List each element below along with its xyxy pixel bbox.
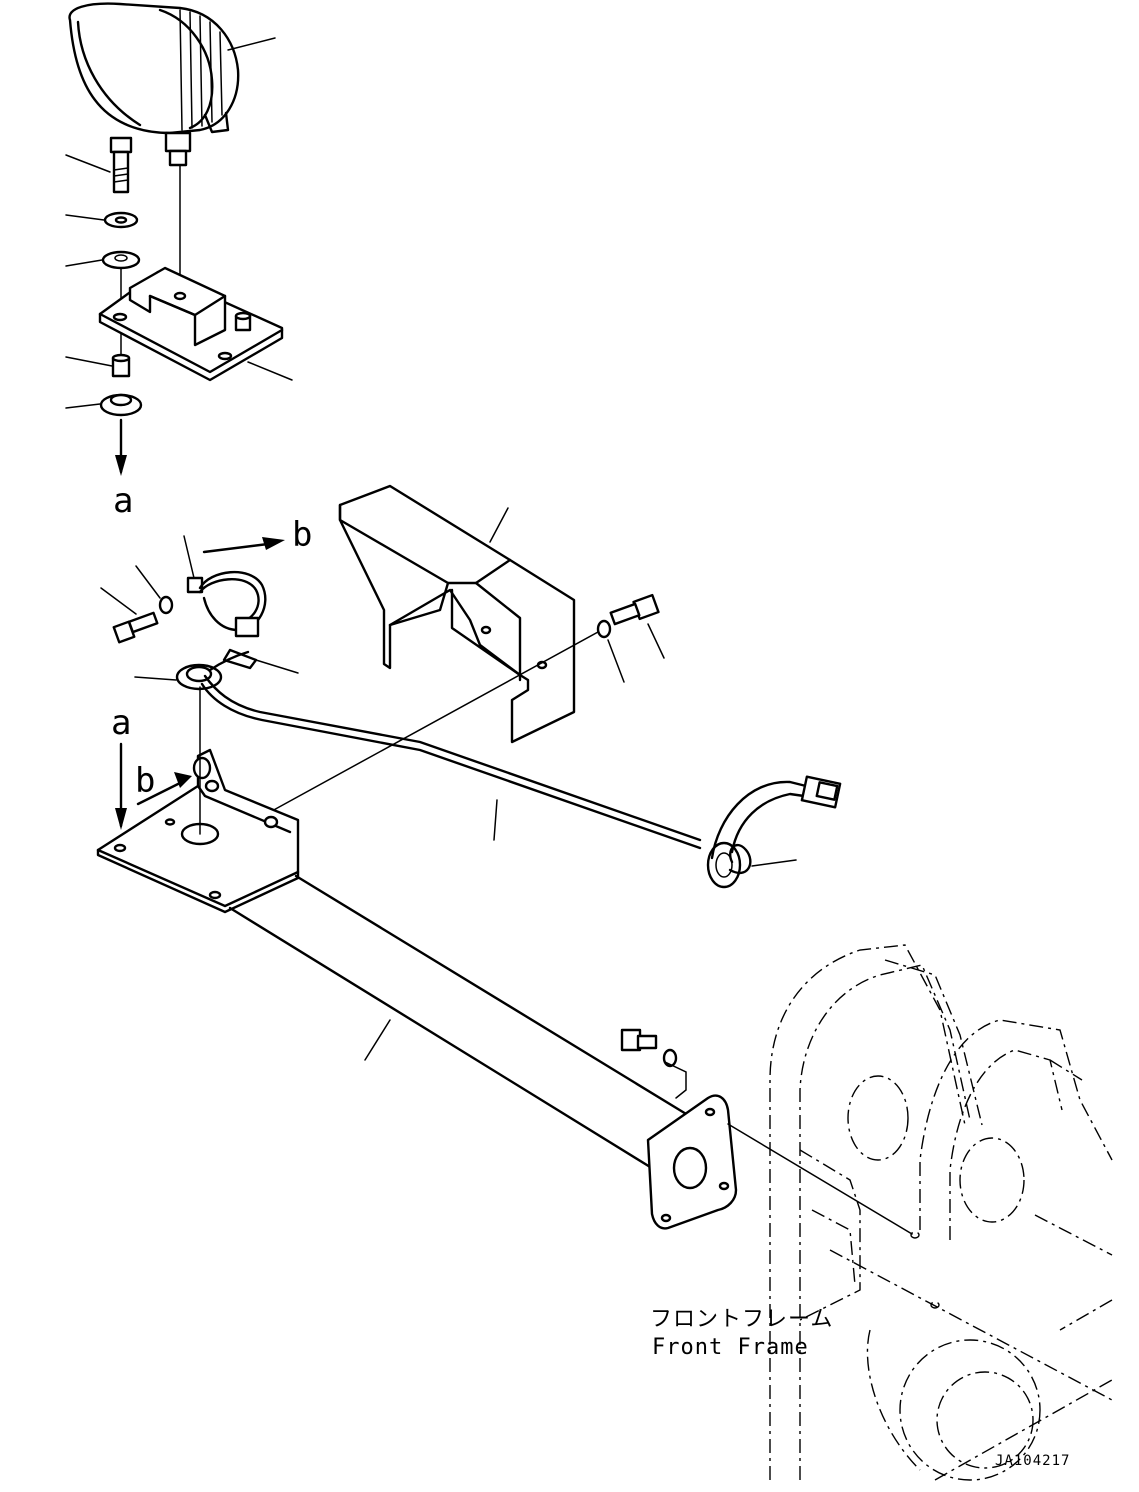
lamp-stay	[96, 686, 913, 1235]
bracket-cover	[338, 484, 576, 744]
wiring-harness	[134, 650, 842, 889]
front-frame	[769, 944, 1113, 1481]
front-frame-label-jp: フロントフレーム	[650, 1307, 833, 1332]
label-a-bottom: a	[111, 703, 131, 743]
work-lamp	[68, 2, 276, 293]
clamp-hardware	[100, 535, 299, 674]
lamp-bracket	[98, 266, 293, 382]
front-frame-label-en: Front Frame	[652, 1335, 809, 1360]
drawing-code: JA104217	[995, 1453, 1070, 1469]
mounting-hardware	[65, 136, 143, 476]
label-a-top: a	[113, 481, 133, 521]
label-b-bottom: b	[135, 761, 155, 801]
cover-bolt	[249, 593, 665, 824]
label-b-top: b	[292, 515, 312, 555]
